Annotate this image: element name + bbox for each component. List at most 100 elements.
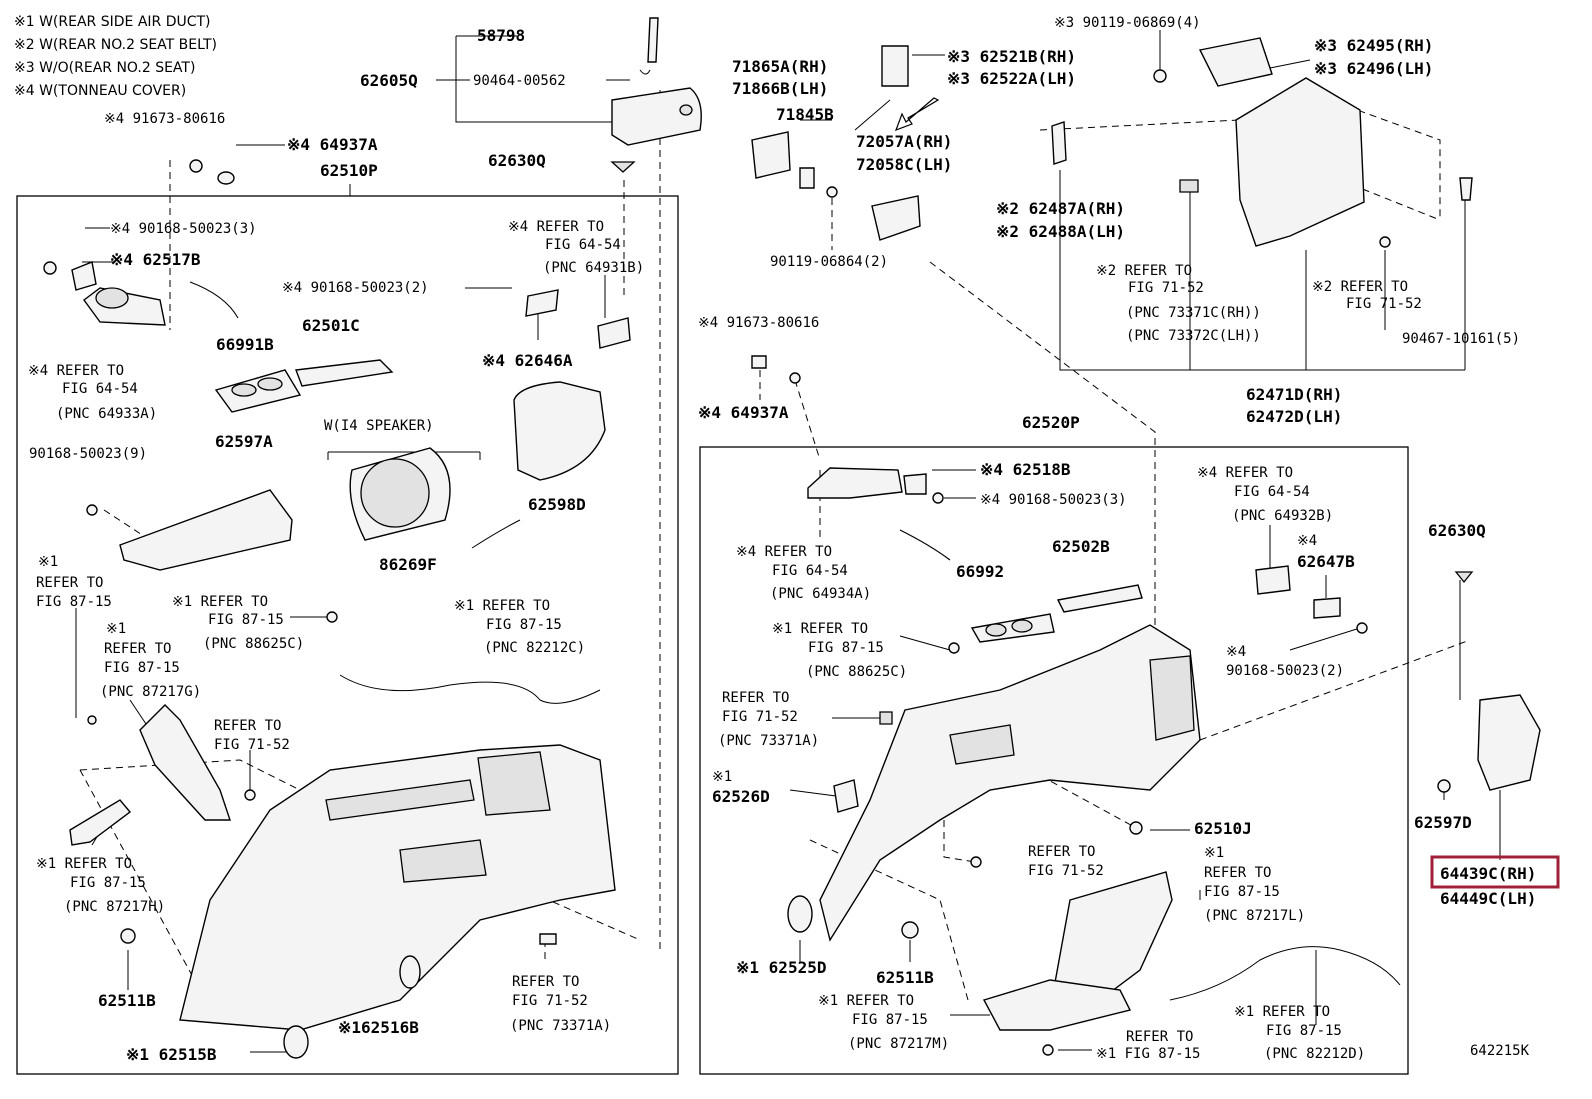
legend-notes: ※1 W(REAR SIDE AIR DUCT) ※2 W(REAR NO.2 … xyxy=(14,14,217,99)
label-90119b: 90119-06864(2) xyxy=(770,254,888,270)
bracket-62521B-icon xyxy=(881,45,909,87)
bolt-90119-icon xyxy=(1153,69,1167,83)
label-64937b: ※4 64937A xyxy=(698,403,789,422)
refB2: FIG 71-52 xyxy=(1346,296,1422,312)
clip-62630Q-icon xyxy=(610,161,636,173)
clip-62630Q-right-icon xyxy=(1454,571,1474,584)
ref6c: FIG 87-15 xyxy=(104,660,180,676)
refA1: ※2 REFER TO xyxy=(1096,263,1192,279)
label-90168c: 90168-50023(9) xyxy=(29,446,147,462)
lid-62605Q-icon xyxy=(611,87,702,146)
bracket-62517B-icon xyxy=(71,261,97,291)
refC2: FIG 64-54 xyxy=(1234,484,1310,500)
cover-62598D-icon xyxy=(513,381,606,481)
label-62525D: ※1 62525D xyxy=(736,958,826,977)
label-90168b: ※4 90168-50023(2) xyxy=(282,280,429,296)
label-62521B: ※3 62521B(RH) xyxy=(947,47,1076,66)
refH4: (PNC 87217L) xyxy=(1204,908,1305,924)
refA4: (PNC 73372C(LH)) xyxy=(1126,328,1261,344)
right-frame-leaders xyxy=(789,469,1501,1051)
refG2: FIG 71-52 xyxy=(1028,863,1104,879)
ref9a: REFER TO xyxy=(512,974,579,990)
ref5b: FIG 87-15 xyxy=(486,617,562,633)
figure-number: 642215K xyxy=(1470,1043,1530,1059)
note-2: ※2 W(REAR NO.2 SEAT BELT) xyxy=(14,37,217,53)
left-top-parts xyxy=(43,17,702,1059)
clip-62511B-right-icon xyxy=(901,921,919,939)
label-62472D: 62472D(LH) xyxy=(1246,407,1342,426)
label-90467: 90467-10161(5) xyxy=(1402,331,1520,347)
ref7b: FIG 71-52 xyxy=(214,737,290,753)
cap-64937A-icon xyxy=(217,171,235,185)
ref2b: FIG 64-54 xyxy=(62,381,138,397)
refD3: (PNC 64934A) xyxy=(770,586,871,602)
ref1c: (PNC 64931B) xyxy=(543,260,644,276)
bracket-62495-icon xyxy=(1198,37,1273,87)
strap-58798-icon xyxy=(647,17,659,63)
label-62518B: ※4 62518B xyxy=(980,460,1071,479)
left-assembly-frame xyxy=(16,195,679,1075)
label-62526D: 62526D xyxy=(712,787,770,806)
label-62488A: ※2 62488A(LH) xyxy=(996,222,1125,241)
ref8c: (PNC 87217H) xyxy=(64,899,165,915)
grille-62515B-icon xyxy=(283,1025,309,1059)
hook-62647B-icon xyxy=(1313,597,1341,619)
refH2: REFER TO xyxy=(1204,865,1271,881)
label-62487A: ※2 62487A(RH) xyxy=(996,199,1125,218)
bracket-62487A-icon xyxy=(1051,121,1067,165)
label-86269F: 86269F xyxy=(379,555,437,574)
ref3a: ※1 xyxy=(38,554,58,570)
label-71866B: 71866B(LH) xyxy=(732,79,828,98)
label-62511B-right: 62511B xyxy=(876,968,934,987)
label-90464: 90464-00562 xyxy=(473,73,566,89)
ref6d: (PNC 87217G) xyxy=(100,684,201,700)
label-72057A: 72057A(RH) xyxy=(856,132,952,151)
label-62647B-a: ※4 xyxy=(1297,533,1317,549)
refB1: ※2 REFER TO xyxy=(1312,279,1408,295)
label-64449C: 64449C(LH) xyxy=(1440,889,1536,908)
label-64439C: 64439C(RH) xyxy=(1440,864,1536,883)
harness-82212C-icon xyxy=(339,674,601,704)
ref4a: ※1 REFER TO xyxy=(172,594,268,610)
garnish-62502B-icon xyxy=(1056,584,1143,613)
label-62502B: 62502B xyxy=(1052,537,1110,556)
refI1: ※1 REFER TO xyxy=(818,993,914,1009)
label-72058C: 72058C(LH) xyxy=(856,155,952,174)
label-62495: ※3 62495(RH) xyxy=(1314,36,1433,55)
label-71865A: 71865A(RH) xyxy=(732,57,828,76)
label-90168a: ※4 90168-50023(3) xyxy=(110,221,257,237)
right-frame-labels: ※4 62518B ※4 90168-50023(3) ※4 REFER TO … xyxy=(712,460,1536,1062)
label-62646A: ※4 62646A xyxy=(482,351,573,370)
label-71845B: 71845B xyxy=(776,105,834,124)
duct-64439C-icon xyxy=(1477,694,1541,791)
cup-holder-66991B-icon xyxy=(214,369,302,413)
right-assembly-frame xyxy=(699,446,1409,1075)
label-62630Q: 62630Q xyxy=(488,151,546,170)
refE2: FIG 87-15 xyxy=(808,640,884,656)
label-62630Q-right: 62630Q xyxy=(1428,521,1486,540)
ref8b: FIG 87-15 xyxy=(70,875,146,891)
label-66992: 66992 xyxy=(956,562,1004,581)
quarter-trim-62510P-icon xyxy=(179,744,616,1031)
ref1b: FIG 64-54 xyxy=(545,237,621,253)
label-66991B: 66991B xyxy=(216,335,274,354)
label-62471D: 62471D(RH) xyxy=(1246,385,1342,404)
ref9b: FIG 71-52 xyxy=(512,993,588,1009)
grille-62526D-icon xyxy=(833,779,859,813)
garnish-62501C-icon xyxy=(295,359,394,387)
latch-72057A-icon xyxy=(871,195,921,241)
arrow-4-icon xyxy=(899,529,951,561)
duct-87217H-icon xyxy=(69,799,132,846)
ref9c: (PNC 73371A) xyxy=(510,1018,611,1034)
grille-62516B-icon xyxy=(399,955,421,989)
refE3: (PNC 88625C) xyxy=(806,664,907,680)
bolt-91673-icon xyxy=(189,159,203,173)
label-64937a: ※4 64937A xyxy=(287,135,378,154)
refJ2: ※1 FIG 87-15 xyxy=(1096,1046,1200,1062)
label-62597A: 62597A xyxy=(215,432,273,451)
refK1: ※1 REFER TO xyxy=(1234,1004,1330,1020)
label-62647B: 62647B xyxy=(1297,552,1355,571)
bracket-71865A-icon xyxy=(751,131,791,179)
label-62522A: ※3 62522A(LH) xyxy=(947,69,1076,88)
label-62496: ※3 62496(LH) xyxy=(1314,59,1433,78)
